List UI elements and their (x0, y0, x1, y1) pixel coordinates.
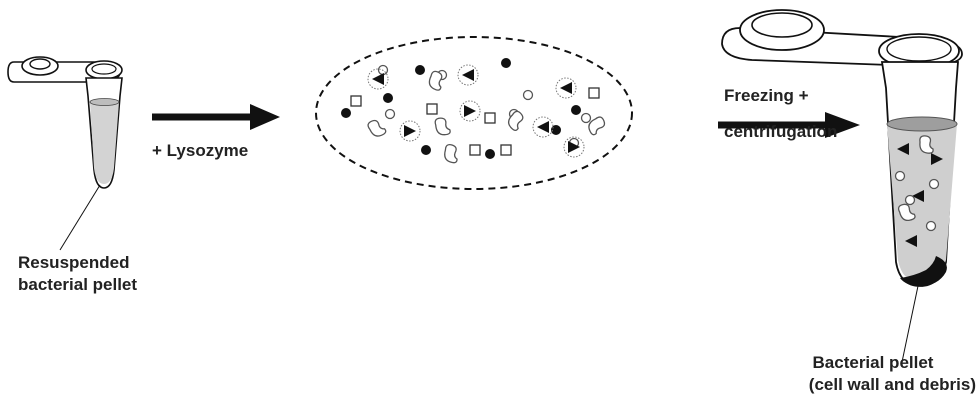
tube2-caption-line-2: (cell wall and debris) (770, 374, 976, 396)
black-dot (501, 58, 511, 68)
tube1-caption-line-2: bacterial pellet (18, 274, 218, 296)
black-dot (485, 149, 495, 159)
tube1-leader-line (60, 185, 100, 250)
open-circle (906, 196, 915, 205)
open-square (501, 145, 511, 155)
open-square (427, 104, 437, 114)
tube1-caption-line-1: Resuspended (18, 252, 218, 274)
freezing-centrifugation-label: Freezing + centrifugation (724, 84, 874, 144)
lysozyme-arrow (152, 104, 280, 130)
arrow2-caption-line-2: centrifugation (724, 120, 874, 144)
tube2-leader-line (902, 286, 918, 362)
open-square (470, 145, 480, 155)
black-dot (571, 105, 581, 115)
lysate-oval (316, 37, 632, 189)
tube2-caption-line-1: Bacterial pellet (770, 352, 976, 374)
resuspended-pellet-tube (8, 57, 122, 250)
arrow2-caption-line-1: Freezing + (724, 84, 874, 108)
open-circle (930, 180, 939, 189)
black-dot (421, 145, 431, 155)
open-circle (524, 91, 533, 100)
open-circle (386, 110, 395, 119)
bacterial-pellet-label: Bacterial pellet (cell wall and debris) (770, 352, 976, 396)
open-square (589, 88, 599, 98)
tube2-cap (722, 10, 962, 68)
open-square (485, 113, 495, 123)
black-dot (383, 93, 393, 103)
open-square (351, 96, 361, 106)
open-circle (927, 222, 936, 231)
lysozyme-label: + Lysozyme (152, 140, 292, 162)
open-circle (582, 114, 591, 123)
arrow1-caption: + Lysozyme (152, 141, 248, 160)
open-circle (896, 172, 905, 181)
black-dot (415, 65, 425, 75)
centrifuged-tube (722, 10, 962, 362)
black-dot (341, 108, 351, 118)
resuspended-pellet-label: Resuspended bacterial pellet (18, 252, 218, 296)
